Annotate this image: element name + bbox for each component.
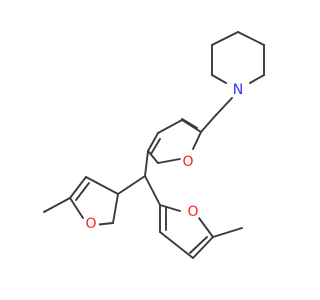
bond [159,204,181,212]
bond [215,97,233,116]
bond [117,175,146,195]
bond [159,231,194,259]
bond [192,236,214,259]
oxygen-right-label: O [187,204,198,220]
bond [157,119,183,134]
bond [200,114,217,133]
structure-drawing: N O O O [43,31,265,259]
bond [211,74,227,84]
bond [189,236,208,254]
oxygen-upper-label: O [182,154,193,170]
bond [198,217,214,238]
bond [181,118,198,129]
bond [144,150,149,177]
bond [157,158,181,164]
bond [212,227,243,238]
oxygen-left-label: O [85,216,96,232]
bond [150,138,161,155]
atom-label-oxygen-upper: O [180,154,196,170]
upper-furan-ring [147,114,217,164]
left-furan-ring [43,176,119,226]
bond [144,175,161,206]
nitrogen-label: N [233,82,243,98]
bond [85,176,119,195]
atom-label-oxygen-left: O [83,216,99,232]
piperidine-ring [211,31,265,84]
bond [211,31,239,46]
molecule-diagram: N O O O [43,31,265,259]
bond [147,132,159,152]
bond [237,31,265,46]
bond [43,197,71,213]
atom-label-nitrogen: N [229,81,247,99]
bond [75,182,90,201]
bond [192,131,202,150]
bond [249,74,265,84]
atom-label-oxygen-right: O [185,204,201,220]
bond [69,197,84,219]
bond [69,176,87,199]
bond [112,193,119,224]
right-furan-ring [159,204,243,259]
bond [147,150,159,164]
